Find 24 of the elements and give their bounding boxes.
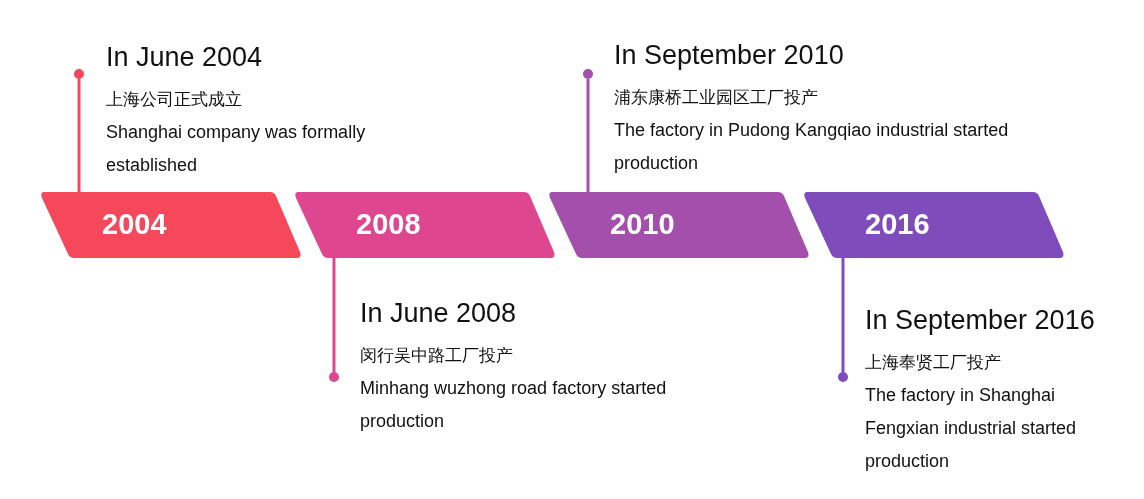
timeline-dot xyxy=(583,69,593,79)
milestone-heading: In September 2016 xyxy=(865,304,1096,337)
english-description: Minhang wuzhong road factory started production xyxy=(360,377,668,433)
milestone-heading: In June 2004 xyxy=(106,41,264,74)
english-description: The factory in Pudong Kangqiao industrial started production xyxy=(614,119,1010,175)
chinese-description: 浦东康桥工业园区工厂投产 xyxy=(614,87,819,109)
connector-line xyxy=(841,258,845,372)
year-label: 2008 xyxy=(356,207,421,242)
english-description: Shanghai company was formally established xyxy=(106,121,367,177)
milestone-heading: In September 2010 xyxy=(614,39,845,72)
english-description: The factory in Shanghai Fengxian industrial started production xyxy=(865,384,1078,473)
chinese-description: 上海奉贤工厂投产 xyxy=(865,352,1002,374)
milestone-heading: In June 2008 xyxy=(360,297,518,330)
year-label: 2004 xyxy=(102,207,167,242)
timeline-dot xyxy=(838,372,848,382)
chinese-description: 闵行吴中路工厂投产 xyxy=(360,345,514,367)
timeline-dot xyxy=(329,372,339,382)
year-label: 2016 xyxy=(865,207,930,242)
connector-line xyxy=(586,79,590,192)
chinese-description: 上海公司正式成立 xyxy=(106,89,243,111)
timeline-dot xyxy=(74,69,84,79)
connector-line xyxy=(332,258,336,372)
year-label: 2010 xyxy=(610,207,675,242)
connector-line xyxy=(77,79,81,192)
